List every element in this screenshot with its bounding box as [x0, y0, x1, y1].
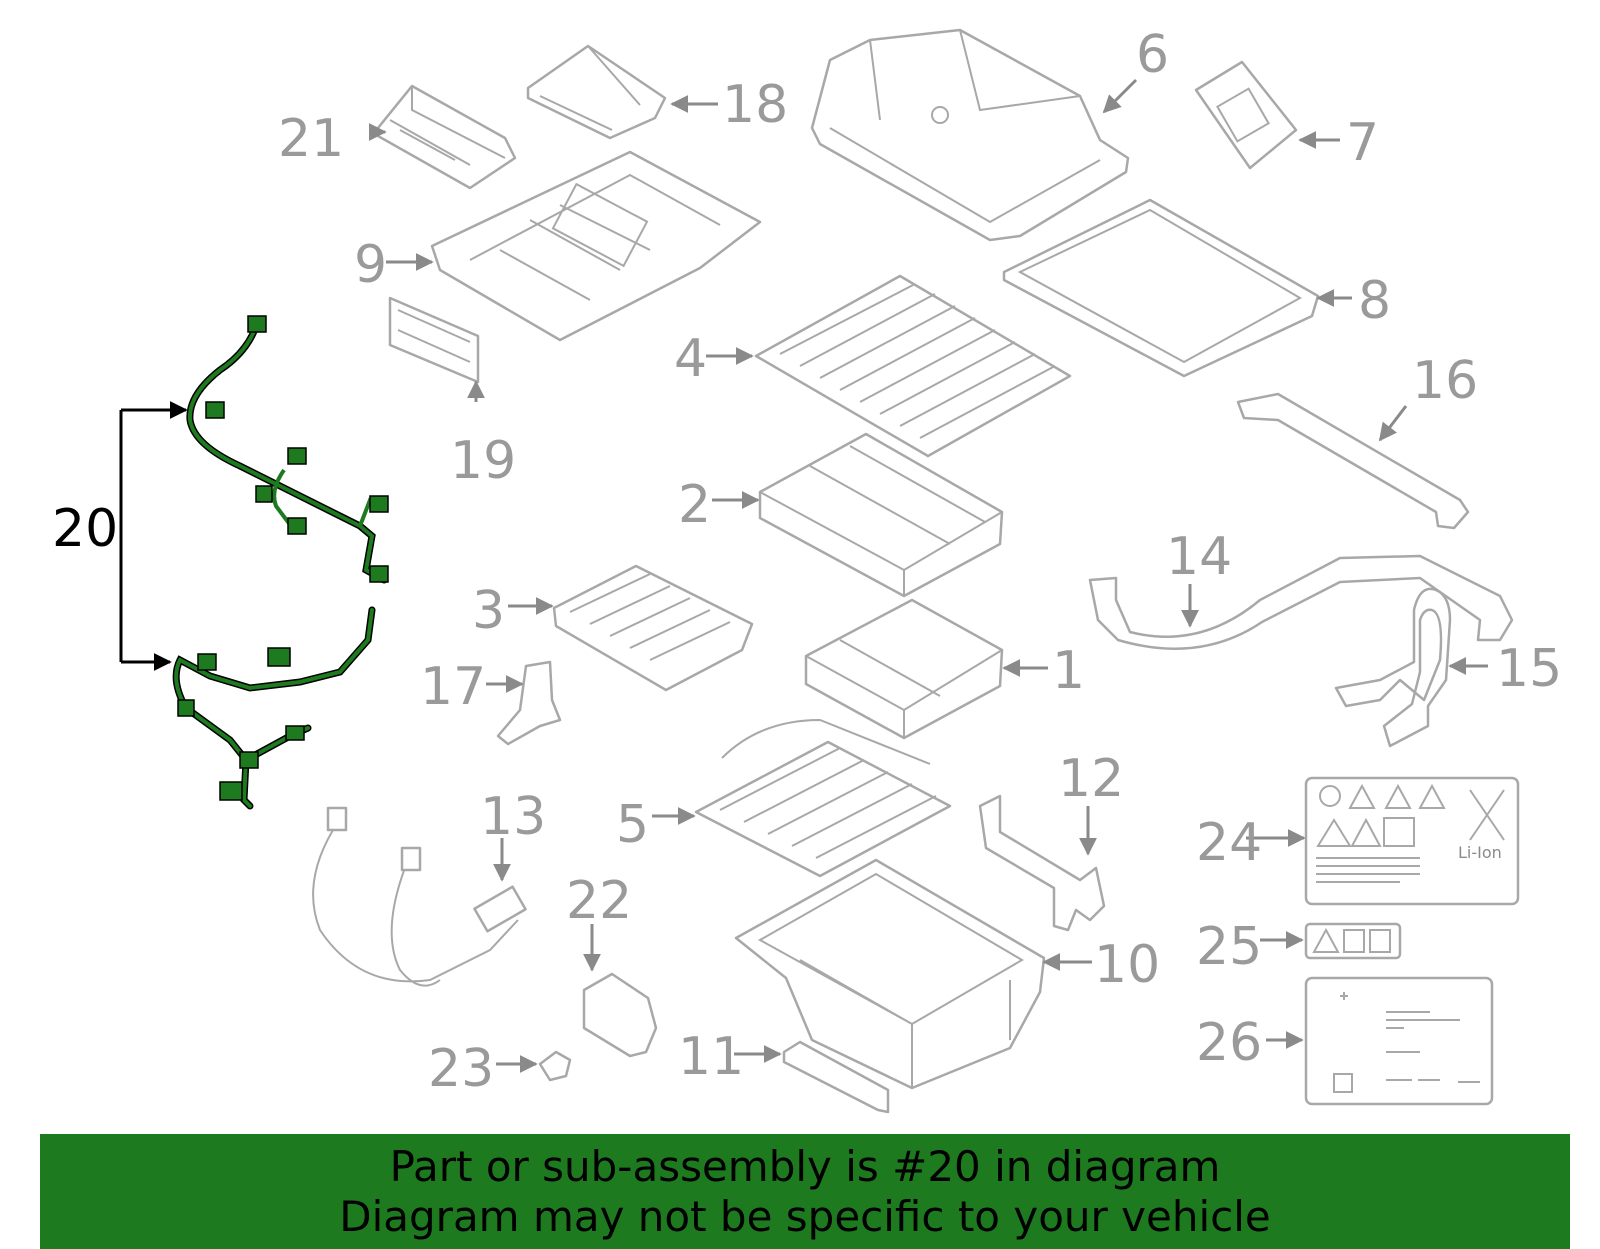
part-2-module	[758, 432, 1004, 598]
part-21-module	[376, 84, 517, 190]
callout-26: 26	[1196, 1013, 1262, 1073]
part-11-bracket	[782, 1040, 890, 1114]
part-12-bracket	[978, 794, 1106, 932]
callout-5: 5	[616, 795, 649, 855]
callout-1: 1	[1052, 641, 1085, 701]
callout-7: 7	[1346, 113, 1379, 173]
callout-2: 2	[678, 475, 711, 535]
callout-13: 13	[480, 787, 546, 847]
part-23-clip	[538, 1050, 572, 1082]
callout-21: 21	[278, 109, 344, 169]
callout-10: 10	[1094, 935, 1160, 995]
part-16-busbar	[1236, 392, 1470, 530]
harness-upper-wire	[186, 316, 388, 584]
callout-11: 11	[678, 1027, 744, 1087]
callout-25: 25	[1196, 917, 1262, 977]
part-25-small-label	[1304, 922, 1402, 960]
callout-6: 6	[1136, 25, 1169, 85]
part-6-cover	[810, 28, 1130, 242]
part-5-tray	[694, 718, 952, 878]
callout-4: 4	[674, 329, 707, 389]
callout-9: 9	[354, 235, 387, 295]
part-26-data-label	[1304, 976, 1494, 1106]
part-14-cable	[1088, 554, 1514, 650]
callout-23: 23	[428, 1039, 494, 1099]
part-22-bracket	[582, 972, 658, 1058]
banner-line-1: Part or sub-assembly is #20 in diagram	[389, 1141, 1221, 1191]
part-9-plate	[430, 150, 762, 342]
callout-3: 3	[472, 581, 505, 641]
part-7-sensor	[1194, 60, 1298, 170]
part-20-wiring-harness-upper	[186, 315, 389, 584]
banner-line-2: Diagram may not be specific to your vehi…	[339, 1191, 1271, 1241]
callout-18: 18	[722, 75, 788, 135]
li-ion-text: Li-Ion	[1458, 843, 1502, 862]
part-19-connector-block	[388, 296, 480, 384]
callout-12: 12	[1058, 749, 1124, 809]
part-20-wiring-harness-lower	[172, 606, 376, 810]
part-24-warning-label: Li-Ion	[1304, 776, 1520, 906]
part-3-frame	[552, 564, 754, 692]
callout-14: 14	[1166, 527, 1232, 587]
part-8-gasket	[1002, 198, 1320, 378]
callout-24: 24	[1196, 813, 1262, 873]
info-banner: Part or sub-assembly is #20 in diagram D…	[40, 1134, 1570, 1249]
callout-22: 22	[566, 871, 632, 931]
callout-20: 20	[52, 499, 118, 559]
callout-8: 8	[1358, 271, 1391, 331]
parts-diagram: Li-Ion	[52, 25, 1562, 1114]
callout-16: 16	[1412, 351, 1478, 411]
part-18-control-unit	[526, 44, 667, 140]
callout-17: 17	[420, 657, 486, 717]
part-1-module	[804, 598, 1004, 740]
callout-19: 19	[450, 431, 516, 491]
harness-lower-wire	[172, 606, 376, 810]
part-4-tray	[754, 274, 1072, 458]
callout-20-bracket	[119, 401, 188, 671]
callout-15: 15	[1496, 639, 1562, 699]
part-10-housing	[734, 858, 1046, 1090]
part-15-cable	[1334, 587, 1452, 748]
part-13-cable	[312, 806, 527, 987]
part-17-bracket	[496, 660, 562, 746]
leader-arrows	[368, 78, 1488, 1073]
